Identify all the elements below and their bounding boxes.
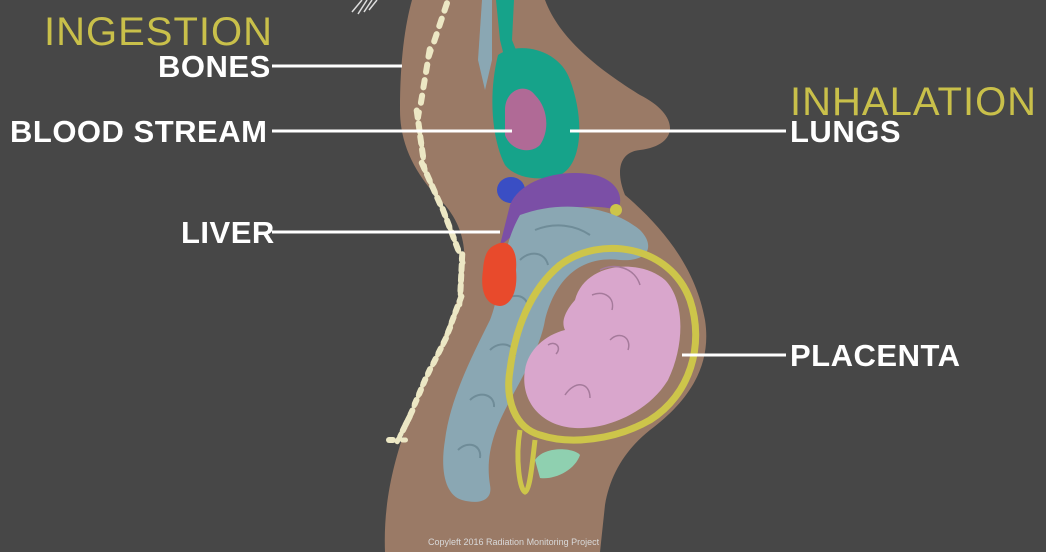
placenta-label: PLACENTA (790, 340, 960, 371)
liver-label: LIVER (181, 217, 275, 248)
hair-strands (352, 0, 377, 14)
vertebra (458, 272, 465, 284)
vertebra (386, 437, 396, 443)
vertebra-process (400, 438, 408, 443)
bones-label: BONES (158, 51, 271, 82)
lungs-label: LUNGS (790, 116, 901, 147)
copyright-credit: Copyleft 2016 Radiation Monitoring Proje… (428, 538, 599, 547)
vertebra (443, 217, 453, 231)
ingestion-heading: INGESTION (44, 12, 273, 52)
vertebra (457, 282, 464, 294)
liver-organ (482, 243, 516, 306)
blood-stream-label: BLOOD STREAM (10, 116, 267, 147)
vertebra (458, 261, 465, 273)
vertebra (459, 251, 466, 263)
